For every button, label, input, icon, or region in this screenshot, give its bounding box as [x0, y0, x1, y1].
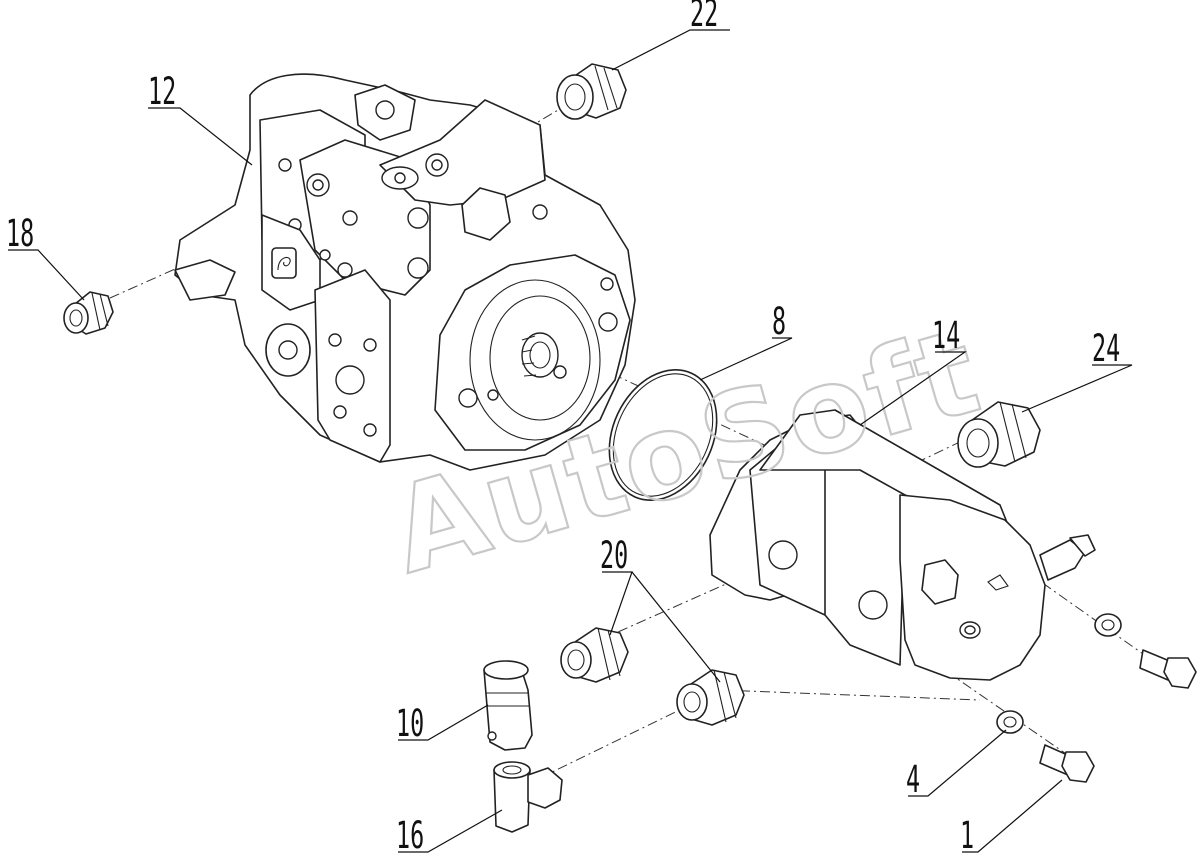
washer-4: [996, 710, 1024, 734]
washer-upper: [1094, 613, 1122, 637]
callout-18: 18: [6, 212, 34, 255]
gear-pump-14: [709, 409, 1096, 681]
port-plug-22: [556, 63, 627, 120]
callout-14: 14: [932, 314, 960, 357]
callout-8: 8: [772, 300, 786, 343]
main-pump-housing: [174, 73, 636, 471]
callout-20: 20: [600, 534, 628, 577]
callout-leaders: [8, 29, 1133, 853]
callout-24: 24: [1092, 327, 1120, 370]
callout-labels: 22 12 18 8 14 24 20 10 16 4 1: [6, 0, 1120, 858]
callout-22: 22: [690, 0, 718, 36]
fitting-20-upper: [560, 627, 629, 683]
callout-16: 16: [396, 814, 424, 857]
fitting-24: [957, 401, 1041, 468]
plug-18: [63, 291, 114, 335]
callout-1: 1: [960, 814, 974, 857]
callout-10: 10: [396, 702, 424, 745]
callout-4: 4: [906, 758, 920, 801]
tee-fitting-16: [493, 761, 563, 833]
bolt-upper: [1139, 649, 1197, 689]
fitting-20-lower: [676, 669, 745, 726]
o-ring-8: [608, 369, 718, 501]
connector-10: [483, 660, 533, 751]
callout-12: 12: [148, 70, 176, 113]
bolt-1: [1039, 744, 1095, 783]
